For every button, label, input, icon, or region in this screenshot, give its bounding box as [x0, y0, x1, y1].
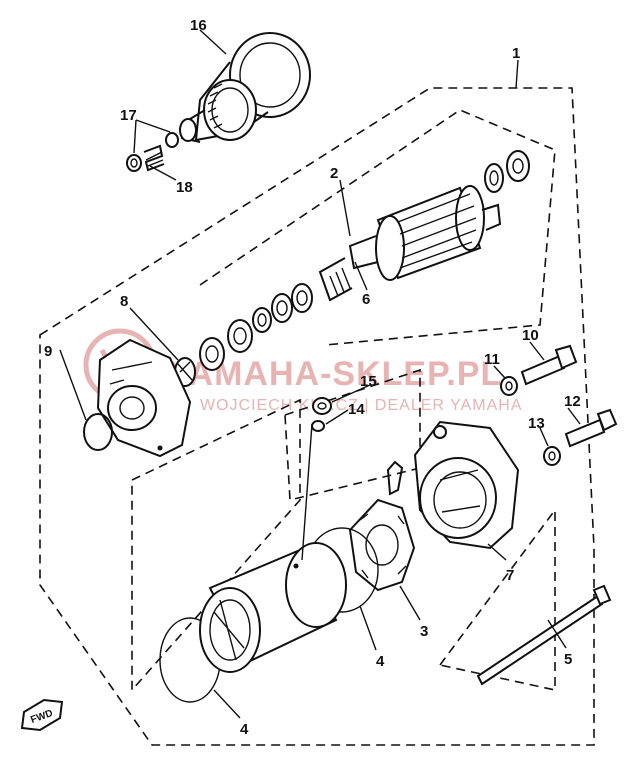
part-9-o-ring [83, 413, 113, 451]
callout-4-lower: 4 [240, 721, 249, 738]
starter-yoke [199, 542, 347, 673]
callout-6: 6 [362, 291, 370, 308]
part-18-spring [143, 144, 165, 172]
callout-11: 11 [484, 351, 500, 368]
callout-18: 18 [176, 179, 193, 196]
part-7-rear-cover [386, 420, 520, 550]
part-16-starter-clutch [165, 32, 311, 148]
callout-12: 12 [564, 393, 581, 410]
fwd-arrow-icon: FWD [20, 698, 64, 732]
part-8-front-cover [96, 338, 192, 458]
part-2-armature [318, 185, 502, 302]
callout-2: 2 [330, 165, 338, 182]
callout-8: 8 [120, 293, 128, 310]
part-12-bolt [564, 408, 618, 448]
bolt-group-frame [438, 507, 556, 691]
callout-14: 14 [348, 401, 365, 418]
armature-washers-right [484, 150, 530, 193]
part-17-washer [126, 154, 142, 172]
leader-lines [59, 29, 581, 719]
armature-group-frame [199, 109, 556, 346]
callout-17: 17 [120, 107, 137, 124]
callout-3: 3 [420, 623, 428, 640]
callout-10: 10 [522, 327, 539, 344]
callout-5: 5 [564, 651, 572, 668]
part-11-washer [500, 376, 518, 396]
callout-9: 9 [44, 343, 52, 360]
callout-labels: 1 2 3 4 4 5 6 7 8 9 10 11 12 13 14 15 16… [44, 17, 581, 738]
armature-washers-left [174, 283, 313, 387]
watermark-subtitle: WOJCIECH KURCZ | DEALER YAMAHA [200, 397, 523, 414]
callout-4-upper: 4 [376, 653, 385, 670]
part-10-bolt [520, 344, 578, 386]
callout-16: 16 [190, 17, 207, 34]
callout-13: 13 [528, 415, 545, 432]
part-13-washer [543, 446, 561, 466]
part-15-nut [312, 397, 332, 415]
part-3-brush-plate [348, 498, 416, 592]
yoke-group-frame [131, 398, 301, 693]
callout-15: 15 [360, 373, 377, 390]
part-5-through-bolt [476, 584, 612, 686]
callout-1: 1 [512, 45, 520, 62]
assembly-boundary [39, 87, 595, 746]
part-14-washer [311, 420, 325, 432]
callout-7: 7 [506, 567, 514, 584]
